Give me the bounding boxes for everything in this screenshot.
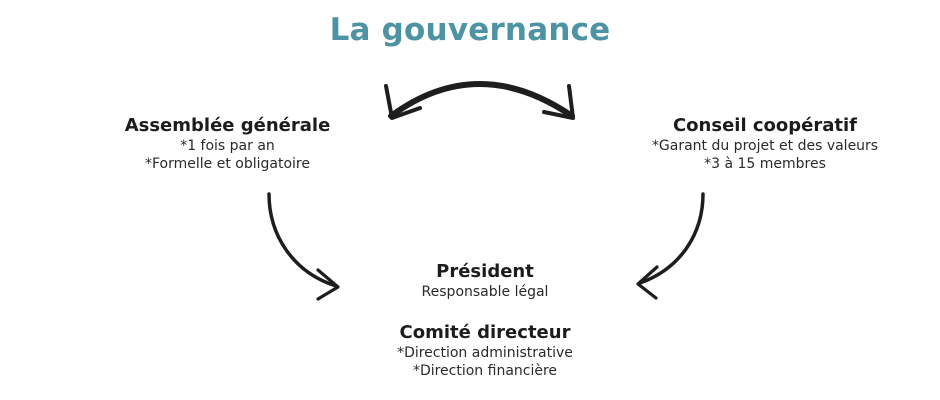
president-line: Responsable légal <box>421 284 549 300</box>
conseil-cooperatif-block: Conseil coopératif *Garant du projet et … <box>615 115 915 173</box>
double-arrow-icon <box>384 81 575 120</box>
conseil-cooperatif-line: *Garant du projet et des valeurs <box>651 138 879 154</box>
assemblee-generale-line: *1 fois par an <box>180 138 275 154</box>
comite-directeur-line: *Direction financière <box>412 363 558 379</box>
assemblee-generale-line: *Formelle et obligatoire <box>145 156 310 172</box>
conseil-cooperatif-line: *3 à 15 membres <box>704 156 826 172</box>
comite-directeur-heading: Comité directeur <box>399 322 571 343</box>
assemblee-generale-heading: Assemblée générale <box>124 115 331 136</box>
president-block: Président Responsable légal <box>340 261 630 301</box>
comite-directeur-block: Comité directeur *Direction administrati… <box>340 322 630 380</box>
assemblee-generale-block: Assemblée générale *1 fois par an *Forme… <box>85 115 370 173</box>
conseil-cooperatif-heading: Conseil coopératif <box>672 115 858 136</box>
comite-directeur-line: *Direction administrative <box>397 345 573 361</box>
president-heading: Président <box>436 261 534 282</box>
left-curved-arrow-icon <box>267 192 340 301</box>
page-title: La gouvernance <box>329 12 611 48</box>
right-curved-arrow-icon <box>636 192 705 300</box>
